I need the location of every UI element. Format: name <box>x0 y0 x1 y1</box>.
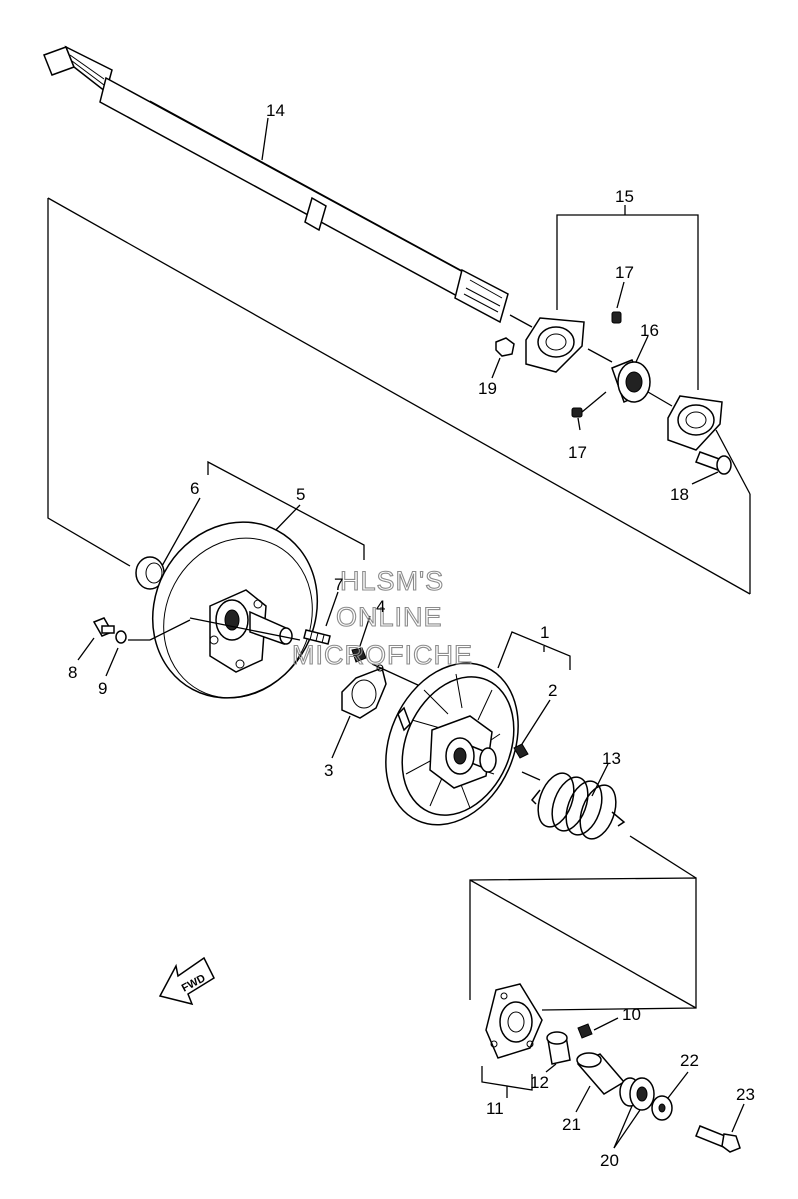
washer-part-20 <box>619 1077 655 1111</box>
label-12: 12 <box>530 1073 549 1092</box>
drive-shaft-part-14 <box>43 45 509 324</box>
label-17b: 17 <box>568 443 587 462</box>
watermark: HLSM'S ONLINE MICROFICHE <box>291 565 473 670</box>
bearing-part-16 <box>611 359 651 404</box>
cam-part-11 <box>485 983 543 1059</box>
label-19: 19 <box>478 379 497 398</box>
label-6: 6 <box>190 479 199 498</box>
label-5: 5 <box>296 485 305 504</box>
label-10: 10 <box>622 1005 641 1024</box>
bolt-part-23 <box>695 1125 741 1153</box>
watermark-line-1: HLSM'S <box>340 566 444 596</box>
gasket-part-3 <box>341 664 387 719</box>
label-2: 2 <box>548 681 557 700</box>
label-17a: 17 <box>615 263 634 282</box>
label-22: 22 <box>680 1051 699 1070</box>
washer-part-22 <box>651 1095 673 1121</box>
bolt-part-8 <box>92 617 115 637</box>
washer-part-9 <box>115 630 127 644</box>
label-11: 11 <box>486 1099 504 1118</box>
nut-part-19 <box>495 337 515 357</box>
part-labels: 14 15 16 17 17 18 19 6 5 7 4 1 2 3 8 9 1… <box>68 101 755 1170</box>
label-14: 14 <box>266 101 285 120</box>
bearing-flange-right <box>667 395 723 451</box>
spacer-part-21 <box>576 1052 626 1095</box>
spring-part-13 <box>530 772 626 840</box>
label-1: 1 <box>540 623 549 642</box>
set-screw-top <box>611 311 622 324</box>
label-3: 3 <box>324 761 333 780</box>
label-23: 23 <box>736 1085 755 1104</box>
label-16: 16 <box>640 321 659 340</box>
set-screw-bottom <box>571 407 583 418</box>
bushing-part-6 <box>135 556 165 590</box>
label-18: 18 <box>670 485 689 504</box>
watermark-line-2: ONLINE <box>336 602 443 632</box>
nut-part-4 <box>351 647 367 663</box>
label-21: 21 <box>562 1115 581 1134</box>
bearing-flange-left <box>525 317 585 373</box>
bolt-part-18 <box>695 451 732 475</box>
label-15: 15 <box>615 187 634 206</box>
label-9: 9 <box>98 679 107 698</box>
label-7: 7 <box>334 575 343 594</box>
movable-sheave-part-1 <box>385 662 519 826</box>
bushing-part-12 <box>546 1031 571 1065</box>
label-20: 20 <box>600 1151 619 1170</box>
nut-part-10 <box>577 1023 593 1039</box>
screw-part-2 <box>513 743 529 759</box>
fixed-sheave-part-5 <box>151 521 319 699</box>
watermark-line-3: MICROFICHE <box>292 640 473 670</box>
label-13: 13 <box>602 749 621 768</box>
fwd-arrow-icon: FWD <box>158 956 215 1006</box>
stud-part-7 <box>303 629 331 645</box>
label-4: 4 <box>376 597 385 616</box>
label-8: 8 <box>68 663 77 682</box>
